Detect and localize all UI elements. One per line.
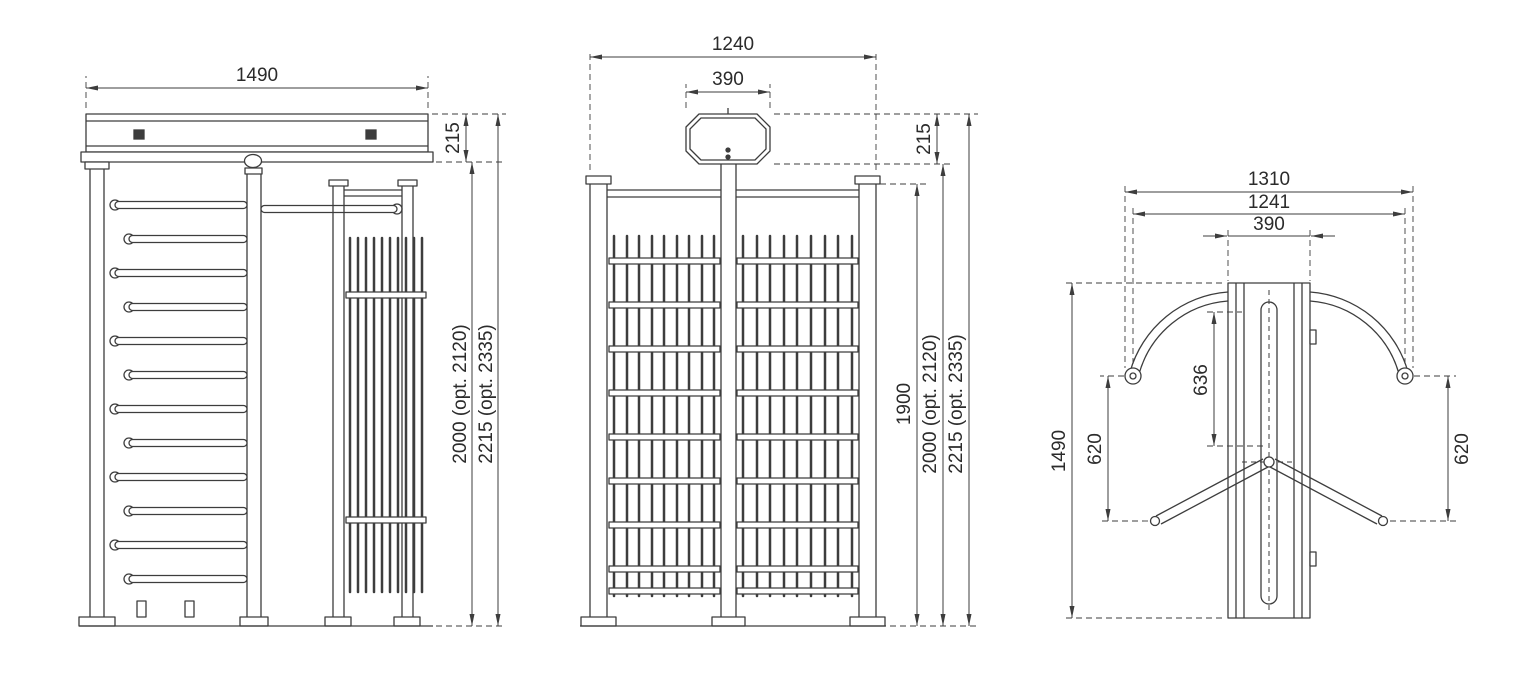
side-top-rails: [607, 189, 859, 198]
front-rotor-bearing: [243, 153, 263, 175]
dim-label-front-head-height: 215: [443, 122, 464, 154]
front-floor-anchors: [79, 600, 433, 627]
top-guide-rails: [1124, 291, 1414, 385]
hinge-tab: [1309, 329, 1317, 345]
front-rotor-arms: [109, 199, 403, 585]
dim-label-front-height-standard: 2000 (opt. 2120): [450, 324, 471, 463]
side-view: 1240 390 215 1900 2000 (opt. 2120) 2215 …: [580, 34, 978, 627]
dim-label-side-head-width: 390: [712, 69, 744, 90]
dim-label-front-width: 1490: [236, 65, 278, 86]
front-barrier-grid: [345, 236, 427, 594]
dim-label-side-height-overall: 2215 (opt. 2335): [946, 334, 967, 473]
dim-label-side-height-standard: 2000 (opt. 2120): [920, 334, 941, 473]
dim-label-side-head-height: 215: [914, 123, 935, 155]
rotor-hub: [1263, 456, 1275, 468]
side-head-unit: [685, 108, 771, 165]
hinge-tab: [1309, 551, 1317, 567]
side-grid-bars: [612, 234, 854, 598]
dim-label-top-rail-span: 1241: [1248, 192, 1290, 213]
front-left-post: [78, 161, 116, 627]
top-housing: [1227, 282, 1317, 619]
side-dimensions: 1240 390 215 1900 2000 (opt. 2120) 2215 …: [589, 34, 978, 627]
dim-label-top-overall-width: 1310: [1248, 169, 1290, 190]
bolt-icon: [365, 129, 377, 140]
dim-label-top-housing-width: 390: [1253, 214, 1285, 235]
side-right-post: [849, 175, 886, 627]
dim-label-top-left-clearance: 620: [1085, 433, 1106, 465]
dim-label-top-right-clearance: 620: [1452, 433, 1473, 465]
top-rotor-arms: [1149, 458, 1389, 527]
front-dimensions: 1490 215 2000 (opt. 2120) 2215 (opt. 233…: [85, 65, 506, 627]
dim-label-side-frame-height: 1900: [894, 383, 915, 425]
front-view: 1490 215 2000 (opt. 2120) 2215 (opt. 233…: [78, 65, 506, 627]
top-view: 1310 1241 390 1490 620 620: [1049, 169, 1473, 619]
bolt-icon: [133, 129, 145, 140]
dim-label-side-width: 1240: [712, 34, 754, 55]
side-left-post: [580, 175, 617, 627]
side-center-post: [711, 164, 746, 627]
dim-label-front-height-overall: 2215 (opt. 2335): [476, 324, 497, 463]
top-dimensions: 1310 1241 390 1490 620 620: [1049, 169, 1473, 619]
dim-label-top-rotor-reach: 636: [1191, 364, 1212, 396]
dim-label-top-depth: 1490: [1049, 430, 1070, 472]
side-grid-rails: [580, 257, 886, 627]
